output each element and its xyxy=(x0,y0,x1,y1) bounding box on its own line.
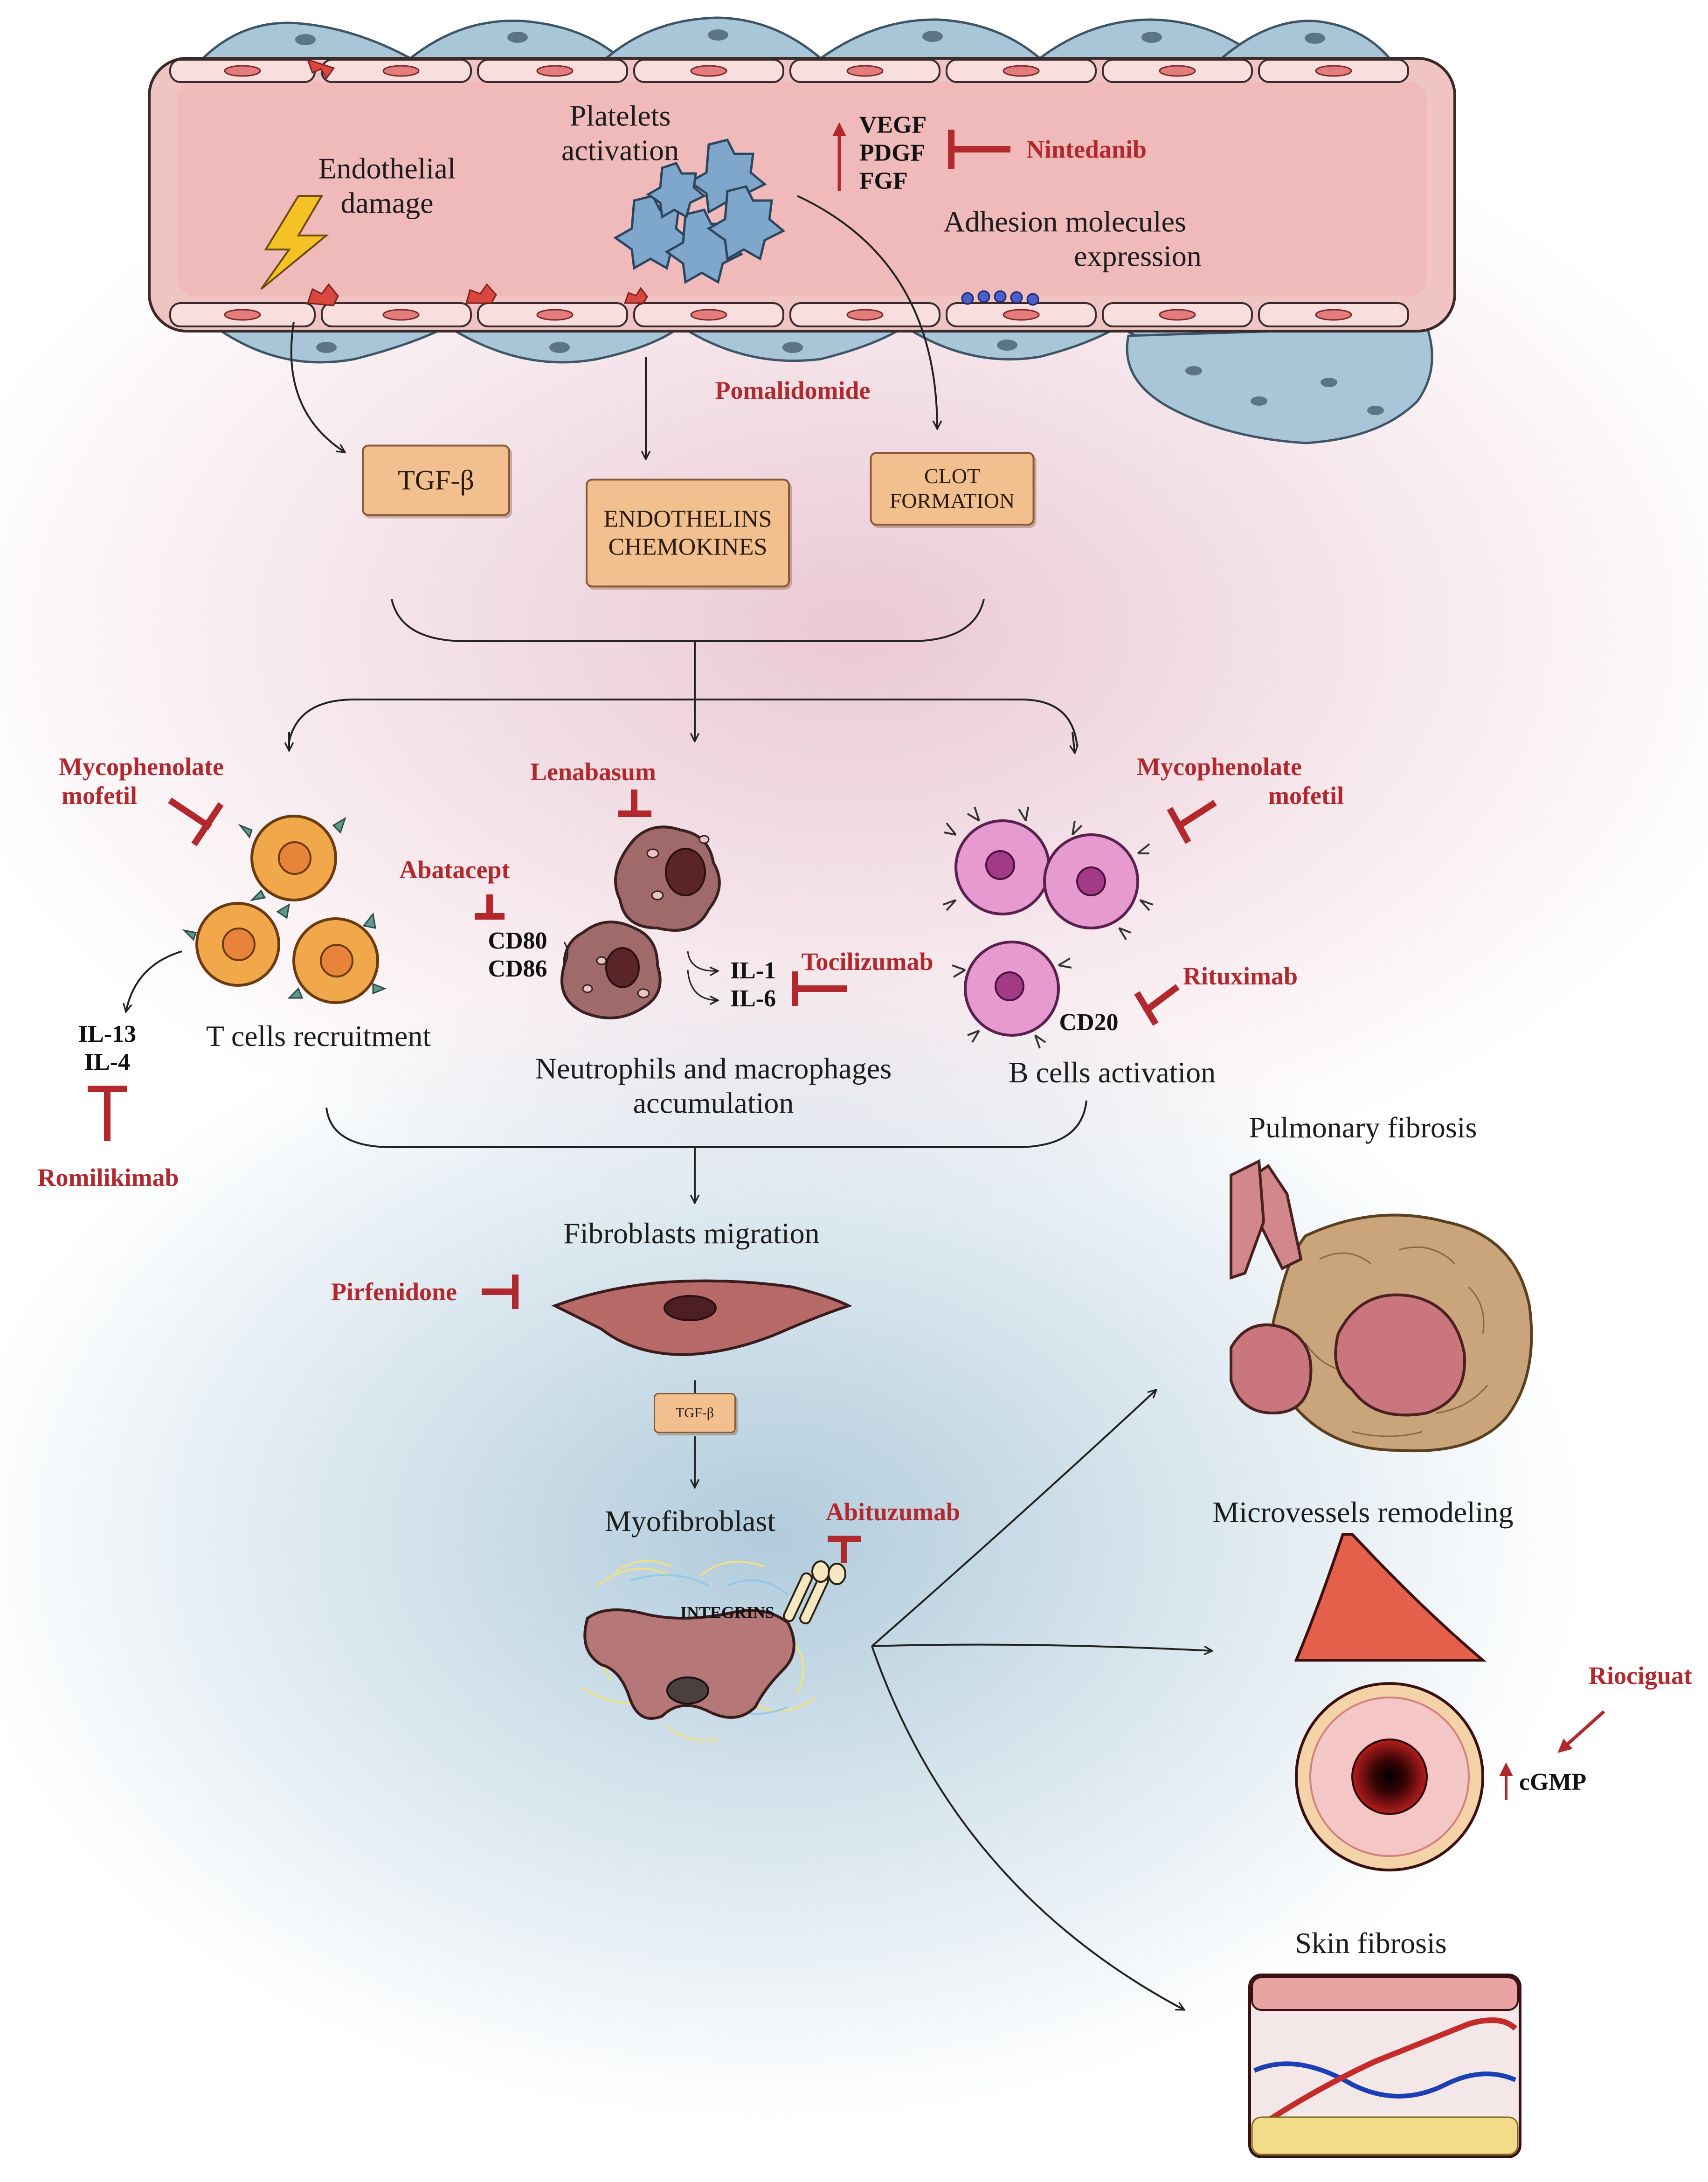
myofibroblast-icon xyxy=(582,1560,846,1741)
romilikimab-label: Romilikimab xyxy=(37,1163,179,1191)
lenabasum-label: Lenabasum xyxy=(530,757,657,786)
background-blue-wash xyxy=(0,956,1585,2122)
pirfenidone-label: Pirfenidone xyxy=(331,1277,457,1306)
lightning-icon xyxy=(260,195,329,290)
nintedanib-label: Nintedanib xyxy=(1026,135,1147,163)
macrophages-icon xyxy=(560,825,721,1019)
t-cells-recruitment-label: T cells recruitment xyxy=(206,1019,431,1053)
tgf-beta-small-box: TGF-β xyxy=(654,1393,736,1433)
microvessel-icon xyxy=(1294,1533,1487,1871)
skin-fibrosis-label: Skin fibrosis xyxy=(1295,1926,1447,1960)
fibroblasts-migration-label: Fibroblasts migration xyxy=(563,1217,820,1250)
blood-vessel xyxy=(148,16,1456,444)
cgmp-label: cGMP xyxy=(1519,1769,1587,1796)
tgf-beta-box: TGF-β xyxy=(362,444,510,516)
myofibroblast-label: Myofibroblast xyxy=(604,1504,776,1538)
fibroblast-icon xyxy=(551,1279,852,1357)
pomalidomide-label: Pomalidomide xyxy=(715,376,871,404)
riociguat-label: Riociguat xyxy=(1589,1661,1692,1690)
cd20-label: CD20 xyxy=(1059,1009,1119,1036)
pulmonary-fibrosis-label: Pulmonary fibrosis xyxy=(1249,1111,1477,1144)
platelets-icon xyxy=(613,139,786,284)
merge-bracket xyxy=(391,599,985,642)
inhibit-icons xyxy=(88,790,1217,1563)
b-cells-activation-label: B cells activation xyxy=(1008,1056,1216,1089)
b-cells-icon xyxy=(942,806,1154,1049)
t-cells-icon xyxy=(182,815,387,1004)
abatacept-label: Abatacept xyxy=(399,855,510,884)
integrin-icon xyxy=(783,1560,846,1625)
tocilizumab-label: Tocilizumab xyxy=(801,947,934,976)
pulmonary-fibrosis-icon xyxy=(1230,1159,1533,1453)
integrins-label: INTEGRINS xyxy=(680,1603,775,1622)
flow-arrows xyxy=(290,195,937,459)
abituzumab-label: Abituzumab xyxy=(825,1497,961,1526)
rituximab-label: Rituximab xyxy=(1182,962,1298,990)
inhibit-icon xyxy=(948,130,1010,169)
outcome-arrows xyxy=(871,1390,1212,2011)
microvessels-remodeling-label: Microvessels remodeling xyxy=(1212,1496,1514,1529)
split-bracket xyxy=(288,699,1078,747)
skin-fibrosis-icon xyxy=(1248,1974,1521,2158)
